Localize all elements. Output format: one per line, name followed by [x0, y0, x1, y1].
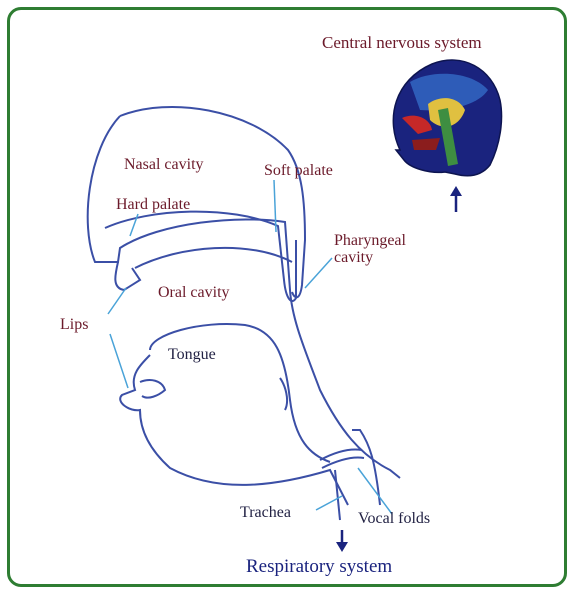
label-soft-palate: Soft palate: [264, 162, 333, 179]
label-pharyngeal-cavity: Pharyngeal cavity: [334, 232, 406, 266]
label-hard-palate: Hard palate: [116, 196, 190, 213]
leader-pharyngeal: [305, 258, 332, 288]
up-arrow-icon: [450, 186, 462, 212]
larynx-back: [352, 430, 380, 505]
label-tongue: Tongue: [168, 346, 216, 363]
label-lips: Lips: [60, 316, 88, 333]
leader-lips-upper: [108, 288, 126, 314]
label-nasal-cavity: Nasal cavity: [124, 156, 204, 173]
down-arrow-icon: [336, 530, 348, 552]
lower-teeth: [140, 380, 165, 398]
vocal-fold-lower: [322, 457, 364, 468]
trachea-front: [335, 470, 340, 520]
label-vocal-folds: Vocal folds: [358, 510, 430, 527]
label-oral-cavity: Oral cavity: [158, 284, 230, 301]
epiglottis: [280, 378, 287, 410]
label-respiratory-system: Respiratory system: [246, 558, 392, 575]
head-brain-icon: [393, 60, 501, 176]
oral-roof: [135, 248, 292, 268]
upper-lip: [115, 262, 140, 290]
leader-lips-lower: [110, 334, 128, 388]
lower-lip-jaw: [120, 355, 348, 505]
label-central-nervous-system: Central nervous system: [322, 34, 482, 51]
label-trachea: Trachea: [240, 504, 291, 521]
